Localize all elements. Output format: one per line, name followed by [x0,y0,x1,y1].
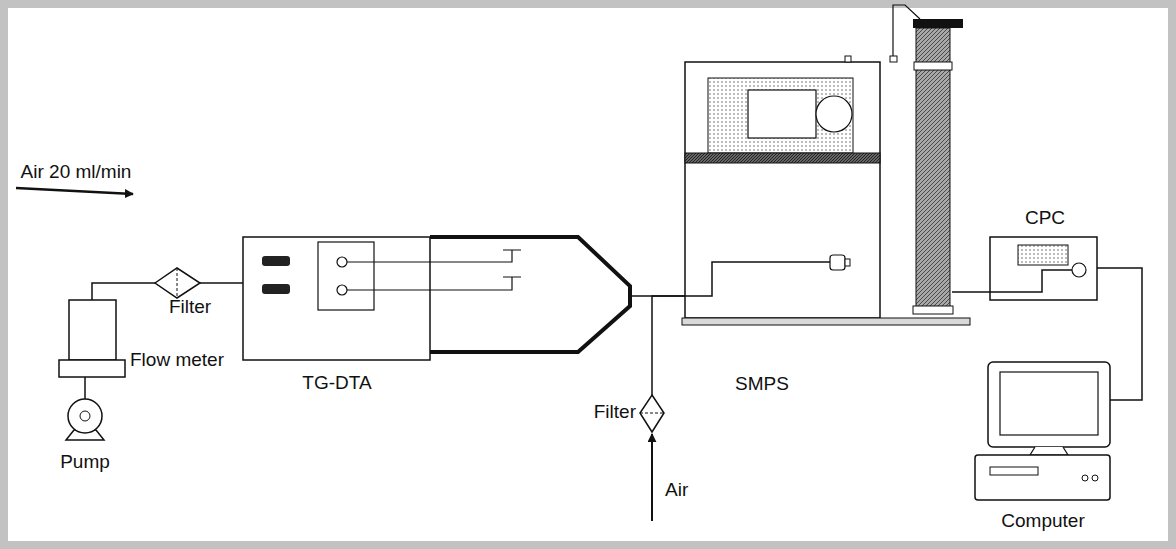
smps-cabinet [748,90,816,138]
dma-column [890,5,963,314]
tg-dta-unit [318,242,374,310]
smps-cabinet [816,96,852,132]
dilution-air-arrow [652,434,653,521]
tg-dta-unit [243,237,430,360]
computer-symbol [988,362,1110,447]
pipe-connector [1097,268,1142,400]
cpc-unit [990,237,1097,300]
base-plate [682,318,970,325]
component-label: Filter [594,401,636,423]
smps-cabinet [685,62,880,318]
dma-column [914,62,952,70]
computer-symbol [1082,475,1088,481]
dma-column [893,5,920,56]
smps-cabinet [845,259,850,266]
tg-dta-unit [347,250,521,262]
dma-column [890,56,897,62]
cpc-unit [1072,263,1086,277]
smps-cabinet [685,262,830,296]
tg-dta-unit [337,285,347,295]
pump-symbol [68,399,102,433]
computer-symbol [975,455,1110,500]
tg-dta: TG-DTA [243,237,630,360]
furnace-tube [430,237,630,352]
smps-cabinet [685,153,880,163]
component-label: Filter [169,296,211,318]
tg-dta-unit [262,256,290,266]
computer: Computer [975,362,1110,500]
picture-frame [8,8,1168,541]
dilution-filter [640,395,664,432]
computer-symbol [1000,372,1098,435]
smps: SMPS [685,19,952,325]
filter-symbol [155,268,200,298]
smps-cabinet [685,56,880,318]
tg-dta-unit [347,277,521,290]
component-label: CPC [1025,207,1065,229]
cpc-unit [990,237,1097,300]
pipe-connector [952,291,990,293]
pump: Pump [66,399,104,440]
smps-cabinet [845,56,851,62]
dilution-filter [640,413,664,414]
dilution-filter [640,395,664,432]
computer-symbol [975,362,1110,500]
computer-symbol [1092,475,1098,481]
pipe-connector [92,283,155,300]
dma-column [913,306,953,314]
filter-symbol [177,268,178,298]
furnace-tube [430,237,630,352]
flow-meter: Flow meter [59,300,125,377]
flow-meter-symbol [59,360,125,377]
pipe-connector [652,296,685,395]
air-label: Air [665,479,688,501]
dilution-air-arrow [651,434,653,521]
cpc: CPC [990,237,1097,300]
pump-symbol [80,411,90,421]
base-plate [682,318,970,325]
cpc-unit [1018,245,1068,265]
component-label: Computer [1001,510,1084,532]
component-label: Flow meter [130,349,224,371]
computer-symbol [990,467,1038,475]
flow-meter-symbol [59,300,125,377]
flow-meter-symbol [69,300,116,360]
component-label: TG-DTA [302,372,371,394]
tg-dta-unit [337,257,347,267]
smps-cabinet [830,255,845,270]
tg-dta-unit [243,237,521,360]
computer-symbol [1030,447,1068,455]
inlet-air-arrow [16,188,133,194]
pump-symbol [66,399,104,440]
filter-symbol [155,268,200,298]
filter: Filter [155,268,200,298]
component-label: Pump [60,451,110,473]
inlet-air-arrow [16,188,133,194]
filter: Filter [640,395,664,432]
cpc-unit [990,270,1072,292]
component-label: SMPS [735,373,789,395]
flow-rate-label: Air 20 ml/min [21,161,132,183]
dma-column [913,19,963,28]
pipe-connector [200,282,243,284]
pipe-connector [84,377,86,399]
tg-dta-unit [262,284,290,294]
smps-cabinet [708,78,853,153]
